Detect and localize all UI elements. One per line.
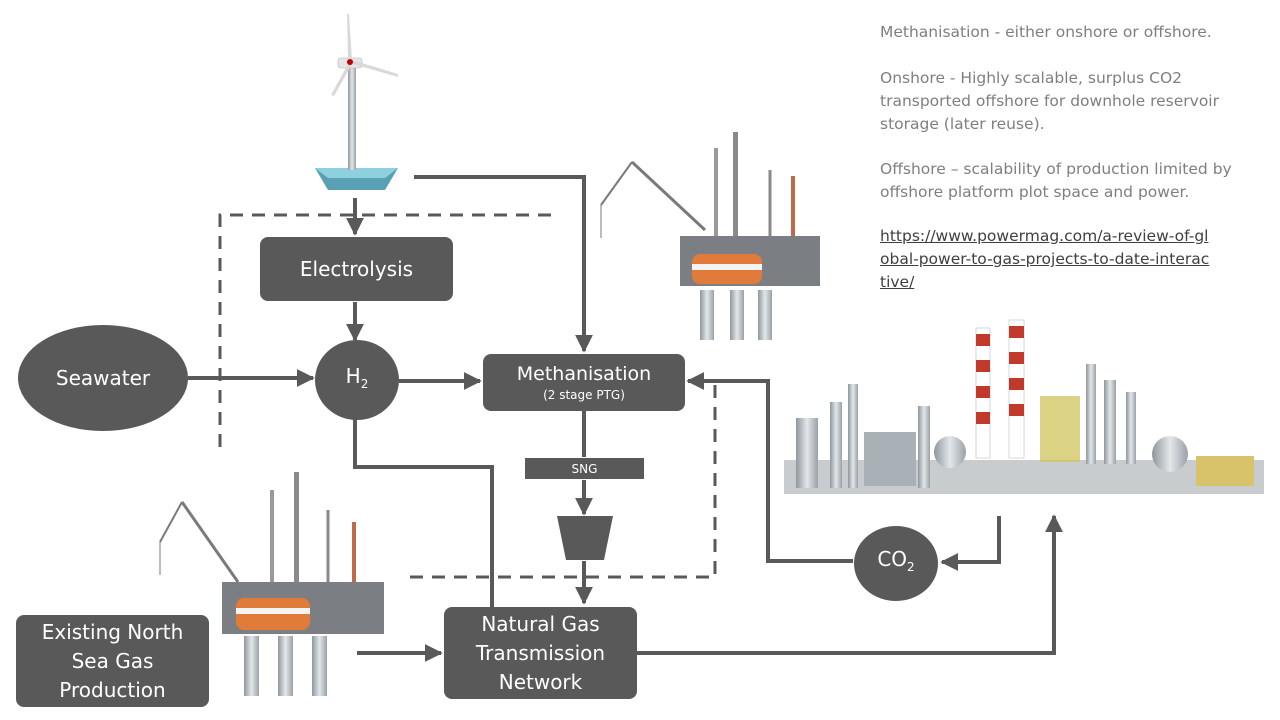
electrolysis-label: Electrolysis [299, 256, 414, 281]
dashed-boundary-offshore [218, 213, 560, 447]
h2-node: H2 [315, 340, 399, 420]
co2-subscript: 2 [907, 560, 915, 574]
methanisation-title: Methanisation [516, 362, 652, 385]
note-methanisation: Methanisation - either onshore or offsho… [880, 23, 1212, 41]
natural-gas-line-1: Natural Gas [481, 611, 600, 636]
co2-node: CO2 [854, 526, 938, 601]
arrow-turbine-to-methanisation [414, 175, 593, 353]
arrow-refinery-to-co2 [940, 516, 1001, 571]
seawater-label: Seawater [55, 365, 151, 390]
methanisation-subtitle: (2 stage PTG) [543, 387, 625, 402]
compressor-symbol [557, 516, 613, 560]
h2-subscript: 2 [360, 376, 369, 391]
arrow-co2-to-methanisation [686, 372, 853, 563]
natural-gas-network-node: Natural Gas Transmission Network [444, 607, 637, 699]
refinery-illustration [784, 319, 1264, 494]
north-sea-production-node: Existing North Sea Gas Production [16, 615, 209, 707]
north-sea-line-1: Existing North [41, 619, 184, 644]
powermag-link[interactable]: https://www.powermag.com/a-review-of-glo… [880, 227, 1210, 291]
co2-label: CO2 [877, 547, 915, 574]
natural-gas-line-2: Transmission [475, 640, 606, 665]
methanisation-node: Methanisation (2 stage PTG) [483, 354, 685, 411]
wind-turbine-illustration [315, 14, 398, 190]
north-sea-line-2: Sea Gas [71, 648, 154, 673]
note-onshore: Onshore - Highly scalable, surplus CO2 t… [880, 69, 1219, 133]
offshore-platform-illustration [600, 132, 820, 340]
natural-gas-line-3: Network [498, 669, 583, 694]
connector-h2-to-network [353, 418, 494, 607]
dashed-boundary-onshore [410, 385, 717, 579]
sng-node: SNG [525, 458, 644, 479]
sng-label: SNG [571, 461, 598, 476]
seawater-node: Seawater [18, 325, 188, 431]
offshore-platform-illustration-2 [159, 472, 384, 696]
h2-label: H2 [345, 363, 369, 391]
arrow-network-to-refinery [637, 514, 1063, 655]
electrolysis-node: Electrolysis [260, 237, 453, 301]
note-offshore: Offshore – scalability of production lim… [880, 160, 1232, 201]
note-link-container: https://www.powermag.com/a-review-of-glo… [880, 225, 1210, 294]
north-sea-line-3: Production [59, 677, 166, 702]
